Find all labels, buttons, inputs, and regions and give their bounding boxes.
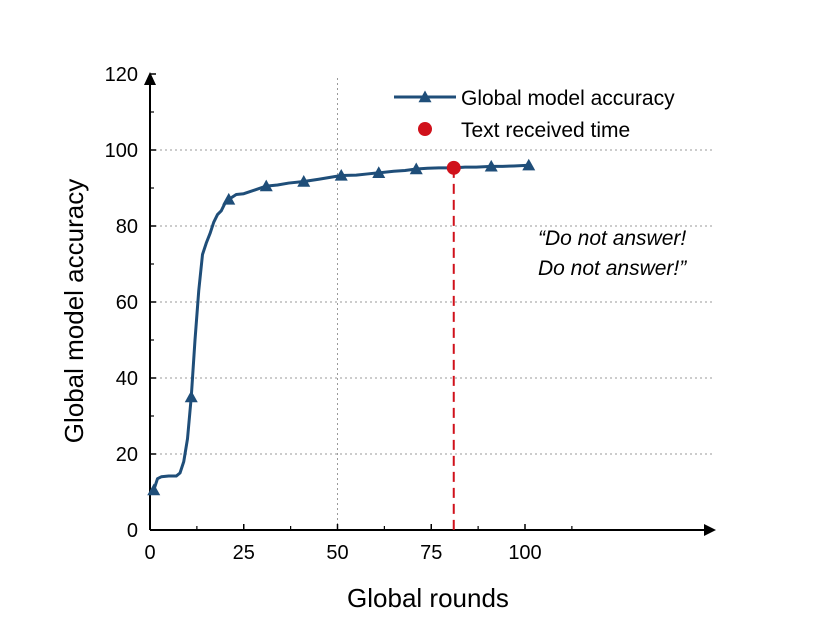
x-tick-label: 25 — [233, 542, 255, 564]
y-tick-label: 20 — [116, 444, 138, 466]
y-tick-label: 120 — [105, 64, 138, 86]
legend-event-label: Text received time — [461, 119, 630, 142]
x-axis-arrow-icon — [704, 524, 716, 536]
accuracy-marker — [297, 175, 311, 187]
x-tick-label: 50 — [326, 542, 348, 564]
axes — [144, 72, 716, 536]
y-tick-label: 40 — [116, 368, 138, 390]
accuracy-marker — [484, 159, 498, 172]
y-tick-label: 100 — [105, 140, 138, 162]
accuracy-marker — [184, 390, 198, 403]
y-tick-label: 80 — [116, 216, 138, 238]
accuracy-marker — [147, 483, 161, 496]
y-tick-label: 60 — [116, 292, 138, 314]
legend: Global model accuracy Text received time — [394, 87, 675, 142]
event-point — [446, 160, 461, 175]
accuracy-marker — [372, 166, 386, 178]
x-axis-label: Global rounds — [347, 583, 509, 613]
accuracy-marker — [334, 168, 348, 181]
legend-event-dot — [418, 122, 432, 136]
legend-series-label: Global model accuracy — [461, 87, 675, 110]
legend-triangle-icon — [418, 90, 432, 103]
y-axis-arrow-icon — [144, 72, 156, 85]
x-tick-label: 0 — [144, 542, 155, 564]
annotation-line-2: Do not answer!” — [538, 257, 687, 280]
accuracy-marker — [409, 162, 423, 175]
x-tick-label: 100 — [508, 542, 541, 564]
tick-labels: 0 25 50 75 100 0 20 40 60 80 100 120 — [105, 64, 542, 564]
accuracy-marker — [222, 192, 236, 205]
y-tick-label: 0 — [127, 520, 138, 542]
series-layer — [147, 158, 536, 496]
grid-lines — [150, 78, 715, 530]
accuracy-marker — [259, 179, 273, 192]
accuracy-marker — [522, 158, 536, 171]
annotation-line-1: “Do not answer! — [538, 227, 686, 250]
accuracy-series-line — [152, 163, 529, 491]
x-tick-label: 75 — [420, 542, 442, 564]
y-axis-label: Global model accuracy — [59, 179, 89, 443]
